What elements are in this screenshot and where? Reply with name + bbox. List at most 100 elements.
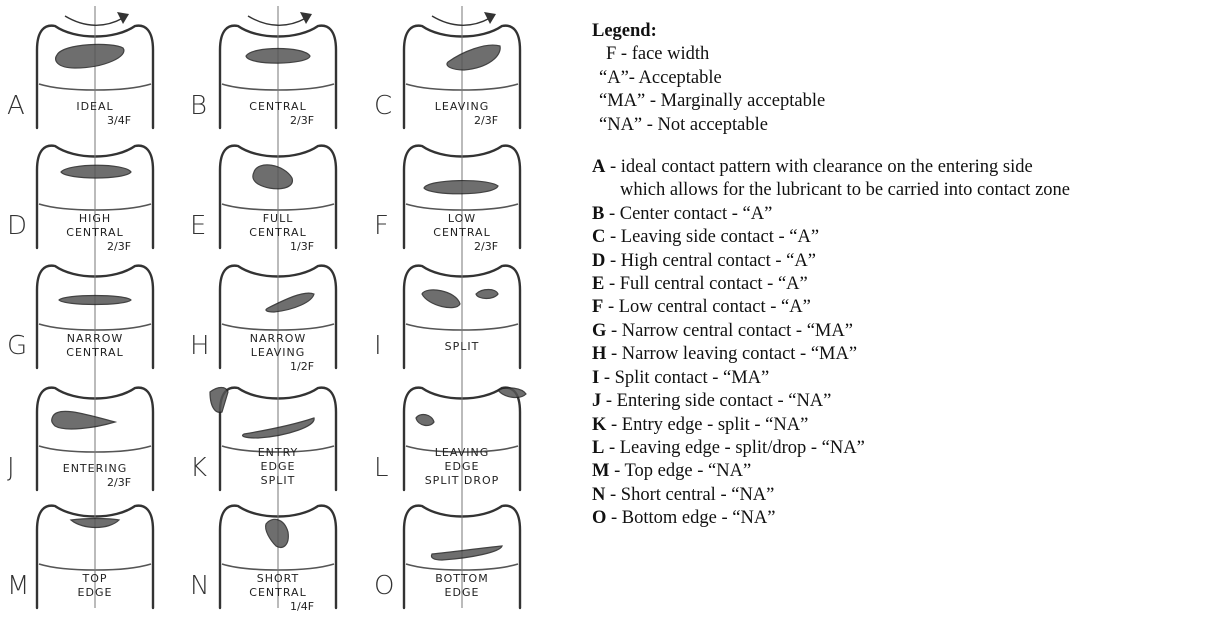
legend-rating-a: “A”- Acceptable bbox=[599, 67, 722, 88]
legend-entry-l: L - Leaving edge - split/drop - “NA” bbox=[592, 437, 865, 458]
legend-entry-h: H - Narrow leaving contact - “MA” bbox=[592, 344, 858, 365]
legend-entry-f: F - Low central contact - “A” bbox=[592, 297, 811, 318]
contact-patch bbox=[54, 43, 125, 69]
legend-rating-na: “NA” - Not acceptable bbox=[599, 114, 768, 135]
pattern-fraction: 1/3F bbox=[290, 240, 314, 253]
pattern-label: CENTRAL bbox=[249, 100, 306, 113]
legend-rating-ma: “MA” - Marginally acceptable bbox=[599, 91, 826, 112]
contact-patch bbox=[209, 386, 315, 439]
pattern-letter: C bbox=[374, 91, 392, 121]
pattern-label: TOP bbox=[81, 572, 107, 585]
pattern-letter: I bbox=[374, 331, 382, 361]
pattern-fraction: 1/2F bbox=[290, 360, 314, 373]
contact-patch bbox=[252, 164, 293, 190]
pattern-label: EDGE bbox=[261, 460, 296, 473]
pattern-letter: E bbox=[190, 211, 206, 241]
legend-entry-e: E - Full central contact - “A” bbox=[592, 274, 808, 295]
legend-title: Legend: bbox=[592, 21, 657, 41]
pattern-letter: H bbox=[190, 331, 210, 361]
contact-patch bbox=[265, 518, 289, 549]
contact-patch bbox=[430, 545, 503, 561]
pattern-label: SPLIT bbox=[445, 340, 480, 353]
pattern-fraction: 2/3F bbox=[474, 114, 498, 127]
legend-entry-d: D - High central contact - “A” bbox=[592, 250, 816, 271]
pattern-label: SHORT bbox=[257, 572, 299, 585]
pattern-label: SPLIT DROP bbox=[425, 474, 500, 487]
pattern-fraction: 1/4F bbox=[290, 600, 314, 613]
pattern-label: SPLIT bbox=[261, 474, 296, 487]
legend-entry-m: M - Top edge - “NA” bbox=[592, 461, 752, 482]
legend-entry-a-continuation: which allows for the lubricant to be car… bbox=[620, 180, 1070, 201]
legend-entry-k: K - Entry edge - split - “NA” bbox=[592, 414, 809, 435]
pattern-fraction: 3/4F bbox=[107, 114, 131, 127]
pattern-label: LEAVING bbox=[251, 346, 305, 359]
pattern-label: EDGE bbox=[445, 586, 480, 599]
rotation-arrow bbox=[247, 15, 307, 26]
pattern-label: CENTRAL bbox=[433, 226, 490, 239]
pattern-label: CENTRAL bbox=[66, 346, 123, 359]
pattern-label: ENTRY bbox=[258, 446, 299, 459]
contact-patch bbox=[51, 410, 118, 430]
pattern-fraction: 2/3F bbox=[290, 114, 314, 127]
pattern-letter: K bbox=[190, 453, 207, 483]
legend-face-width: F - face width bbox=[606, 44, 710, 65]
contact-patch bbox=[60, 164, 132, 179]
contact-patch bbox=[245, 47, 311, 64]
legend-entry-b: B - Center contact - “A” bbox=[592, 203, 773, 224]
contact-patch bbox=[415, 387, 527, 427]
pattern-label: CENTRAL bbox=[249, 226, 306, 239]
pattern-fraction: 2/3F bbox=[474, 240, 498, 253]
pattern-letter: G bbox=[7, 331, 27, 361]
pattern-label: CENTRAL bbox=[249, 586, 306, 599]
rotation-arrow-head-icon bbox=[117, 12, 129, 24]
contact-patch bbox=[69, 517, 121, 529]
pattern-letter: A bbox=[7, 91, 25, 121]
legend-entry-n: N - Short central - “NA” bbox=[592, 484, 775, 505]
pattern-letter: M bbox=[7, 571, 29, 601]
rotation-arrow bbox=[431, 15, 491, 26]
pattern-letter: O bbox=[374, 571, 394, 601]
pattern-label: EDGE bbox=[78, 586, 113, 599]
pattern-label: IDEAL bbox=[76, 100, 113, 113]
pattern-label: NARROW bbox=[67, 332, 124, 345]
pattern-label: CENTRAL bbox=[66, 226, 123, 239]
pattern-label: NARROW bbox=[250, 332, 307, 345]
legend: Legend: F - face width “A”- Acceptable “… bbox=[592, 20, 1217, 531]
pattern-fraction: 2/3F bbox=[107, 476, 131, 489]
contact-patch bbox=[421, 288, 499, 309]
contact-patch bbox=[265, 292, 315, 313]
legend-entry-a: A - ideal contact pattern with clearance… bbox=[592, 157, 1033, 178]
pattern-label: LEAVING bbox=[435, 100, 489, 113]
rotation-arrow-head-icon bbox=[484, 12, 496, 24]
contact-patch bbox=[423, 180, 499, 195]
legend-entry-j: J - Entering side contact - “NA” bbox=[592, 391, 832, 412]
legend-entry-c: C - Leaving side contact - “A” bbox=[592, 227, 820, 248]
pattern-letter: L bbox=[374, 453, 389, 483]
legend-entry-g: G - Narrow central contact - “MA” bbox=[592, 320, 853, 341]
pattern-letter: D bbox=[7, 211, 27, 241]
pattern-letter: N bbox=[190, 571, 209, 601]
pattern-label: FULL bbox=[263, 212, 294, 225]
rotation-arrow bbox=[64, 15, 124, 26]
pattern-label: ENTERING bbox=[63, 462, 128, 475]
pattern-label: LOW bbox=[448, 212, 476, 225]
contact-patch bbox=[446, 44, 501, 71]
pattern-fraction: 2/3F bbox=[107, 240, 131, 253]
pattern-label: BOTTOM bbox=[435, 572, 488, 585]
legend-entry-i: I - Split contact - “MA” bbox=[592, 367, 770, 388]
